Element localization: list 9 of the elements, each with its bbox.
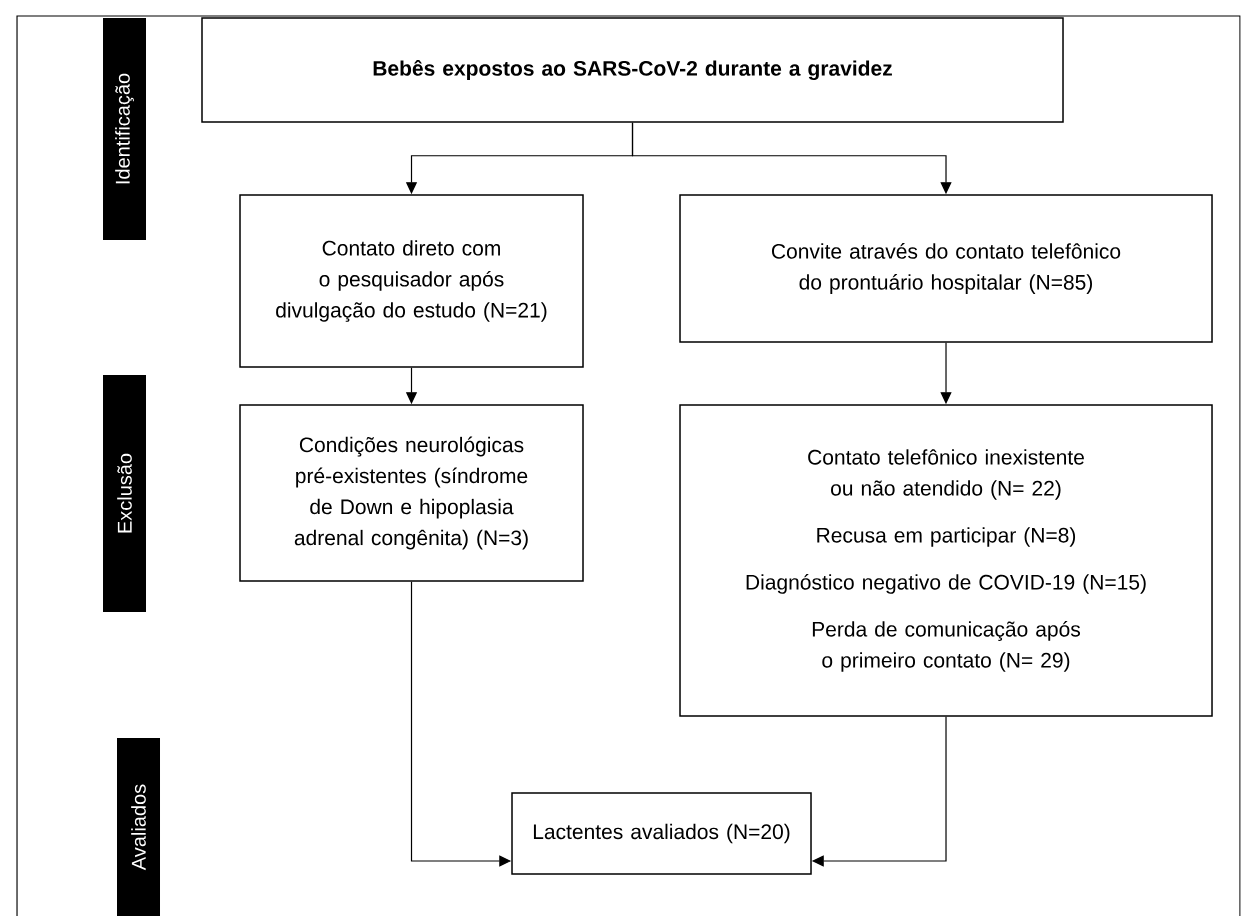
process-box: Contato direto com o pesquisador após divulgação do estudo (N=21) bbox=[239, 194, 584, 368]
process-box: Contato telefônico inexistente ou não atendido (N= 22) Recusa em participar (N=8) Diagnóstico negativo de COVID-19 (N=15) Perda de comunicação após o primeiro contato (N= 29) bbox=[679, 404, 1213, 717]
process-box: Bebês expostos ao SARS-CoV-2 durante a gravidez bbox=[201, 17, 1064, 123]
section-band: Avaliados bbox=[117, 738, 160, 916]
process-box: Lactentes avaliados (N=20) bbox=[511, 792, 812, 875]
section-band: Identificação bbox=[103, 18, 146, 240]
section-band: Exclusão bbox=[103, 375, 146, 612]
process-box: Condições neurológicas pré-existentes (síndrome de Down e hipoplasia adrenal congênita) (N=3) bbox=[239, 404, 584, 582]
process-box: Convite através do contato telefônico do prontuário hospitalar (N=85) bbox=[679, 194, 1213, 343]
